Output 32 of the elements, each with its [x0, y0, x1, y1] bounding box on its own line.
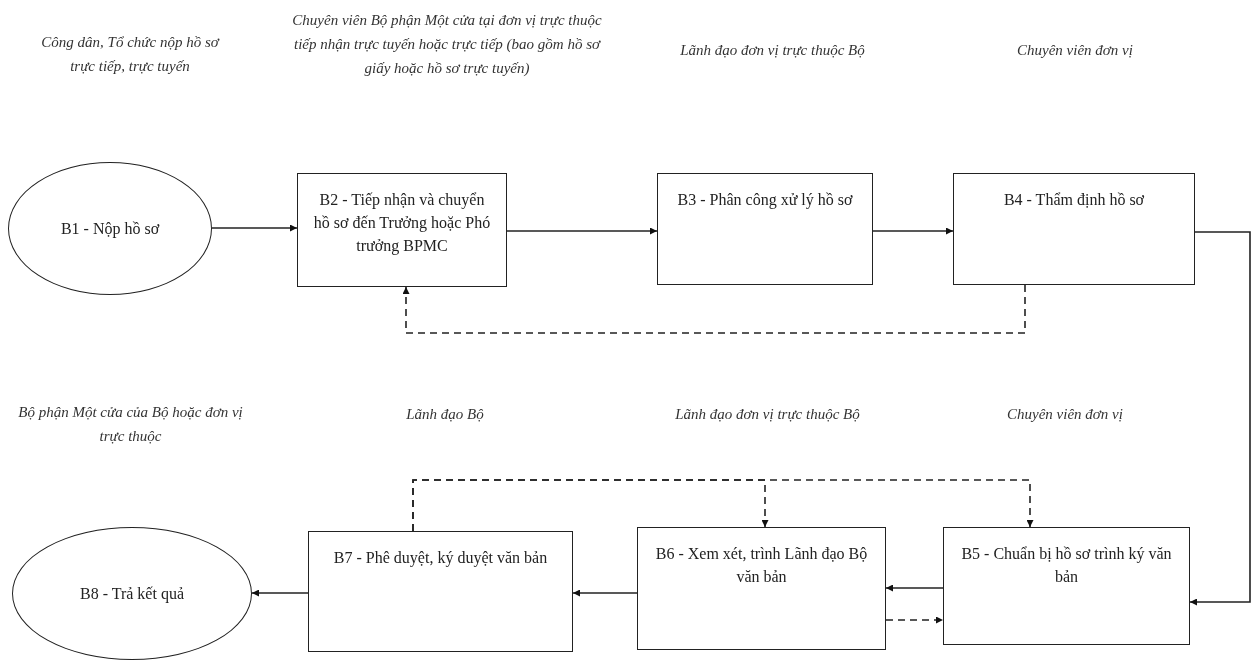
step-label: B8 - Trả kết quả [79, 583, 185, 605]
step-label: B4 - Thẩm định hồ sơ [1002, 190, 1146, 210]
process-box [297, 173, 507, 287]
dashed-arrow [885, 616, 944, 624]
arrow [572, 589, 638, 597]
step-label: B3 - Phân công xử lý hồ sơ [676, 190, 854, 211]
step-label: B6 - Xem xét, trình Lãnh đạo Bộ văn bản [654, 544, 869, 588]
role-caption: Lãnh đạo đơn vị trực thuộc Bộ [679, 41, 866, 60]
role-caption: Chuyên viên Bộ phận Một cửa tại đơn vị trực thuộc tiếp nhận trực tuyến hoặc trực tiếp (bao gồm hồ sơ giấy hoặc hồ sơ trực tuyến) [291, 11, 603, 78]
step-label: B1 - Nộp hồ sơ [59, 218, 161, 240]
role-caption: Chuyên viên đơn vị [1006, 405, 1124, 424]
arrow [251, 589, 309, 597]
arrow [872, 227, 954, 235]
role-caption: Lãnh đạo Bộ [405, 405, 485, 424]
arrow [1189, 231, 1251, 606]
process-box [953, 173, 1195, 285]
arrow [211, 224, 298, 232]
dashed-arrow [402, 284, 1026, 334]
arrow [885, 584, 944, 592]
role-caption: Công dân, Tổ chức nộp hồ sơ trực tiếp, trực tuyến [40, 33, 221, 76]
role-caption: Chuyên viên đơn vị [1016, 41, 1134, 60]
step-label: B5 - Chuẩn bị hồ sơ trình ký văn bản [960, 544, 1173, 588]
step-label: B2 - Tiếp nhận và chuyển hồ sơ đến Trưởng hoặc Phó trưởng BPMC [312, 190, 492, 257]
dashed-arrow [412, 479, 769, 532]
process-box [943, 527, 1190, 645]
process-box [657, 173, 873, 285]
arrow [506, 227, 658, 235]
step-label: B7 - Phê duyệt, ký duyệt văn bản [332, 548, 549, 569]
role-caption: Bộ phận Một cửa của Bộ hoặc đơn vị trực thuộc [17, 403, 244, 446]
role-caption: Lãnh đạo đơn vị trực thuộc Bộ [674, 405, 861, 424]
process-box [637, 527, 886, 650]
process-box [308, 531, 573, 652]
